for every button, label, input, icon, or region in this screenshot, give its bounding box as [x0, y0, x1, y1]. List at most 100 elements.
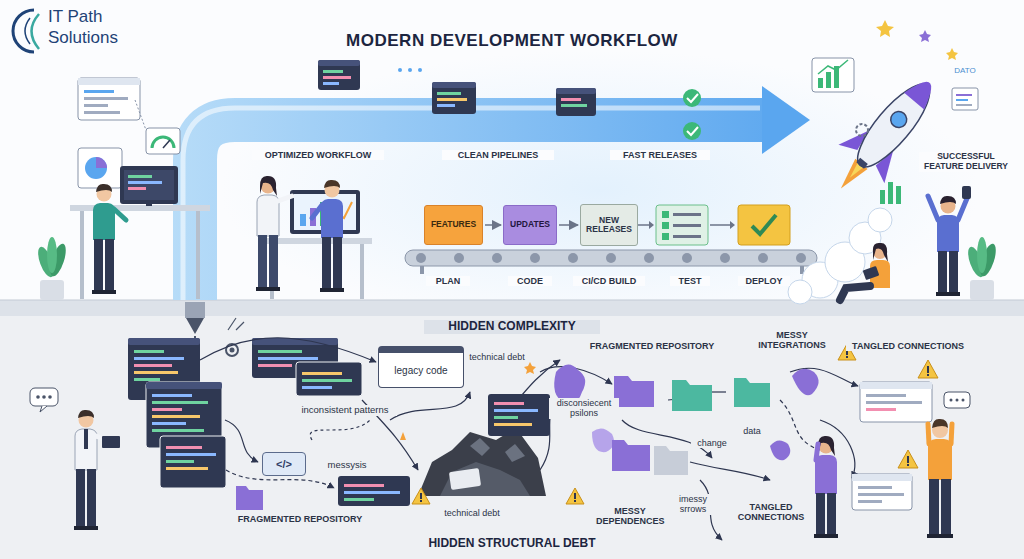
workstation-part	[128, 181, 162, 184]
floating-code-window-part	[437, 92, 461, 95]
floating-code-window-part	[561, 104, 587, 107]
logo-mark	[13, 10, 39, 52]
success-icons-part	[896, 186, 901, 204]
debt-rubble-part	[488, 394, 550, 436]
workstation-part	[70, 205, 210, 211]
rocket-part	[856, 158, 868, 169]
dashboard-windows-part	[85, 157, 107, 179]
code-window-stack-part	[134, 378, 160, 381]
repository-folders-part	[734, 378, 770, 407]
annotation-label: FAST RELEASES	[610, 150, 710, 160]
error-windows-part	[858, 493, 904, 496]
annotation-label: MESSY INTEGRATIONS	[752, 330, 832, 351]
conveyor-belt-part	[796, 253, 806, 263]
speech-bubble-part	[48, 395, 52, 399]
warning-sign-part	[574, 493, 576, 499]
conveyor-belt-part	[720, 253, 730, 263]
deploy-box	[710, 205, 790, 245]
rocket-part	[904, 74, 939, 109]
dashboard-windows-part	[96, 157, 107, 168]
workstation	[70, 166, 372, 299]
laptop-figure-part	[87, 469, 96, 527]
success-icons-part	[880, 190, 885, 204]
frustrated-figure-part	[951, 424, 952, 444]
box-text: FEATURES	[431, 220, 476, 229]
floating-code-window-part	[318, 60, 360, 66]
deploy-box-part	[710, 224, 733, 226]
frustrated-figure-part	[932, 419, 948, 428]
code-window-stack-part	[302, 372, 342, 375]
developer-figure-part	[312, 205, 322, 218]
sitting-figure	[840, 243, 890, 300]
repository-folders-part	[672, 380, 712, 411]
conveyor-belt-part	[758, 253, 768, 263]
legacy-code-window: legacy code	[378, 346, 464, 388]
debt-rubble-part	[494, 423, 532, 426]
laptop-figure-part	[78, 410, 94, 418]
diagram-caption: HIDDEN STRUCTURAL DEBT	[425, 536, 598, 550]
workstation-part	[124, 170, 174, 200]
annotation-label: CI/CD BUILD	[573, 276, 645, 286]
flow-arrow-part	[195, 120, 768, 300]
background-part	[0, 316, 1024, 559]
flow-connector	[559, 224, 578, 226]
developer-figure-part	[258, 235, 267, 288]
dashboard-windows-part	[84, 97, 128, 100]
dashboard-windows-part	[78, 148, 122, 188]
annotation-label: CLEAN PIPELINES	[442, 150, 554, 160]
repository-folders-part	[792, 369, 819, 395]
floating-code-window-part	[418, 68, 422, 72]
diagram-title: MODERN DEVELOPMENT WORKFLOW	[346, 31, 678, 51]
release-box: NEW RELEASES	[580, 204, 638, 246]
warning-sign-part	[566, 488, 584, 504]
floating-code-window-part	[687, 94, 698, 102]
flow-arrow-part	[185, 302, 205, 318]
speech-bubble	[30, 388, 58, 412]
developer-figure-part	[324, 180, 340, 188]
box-text: NEW RELEASES	[585, 216, 633, 235]
success-icons-part	[856, 124, 868, 136]
success-icons-part	[818, 78, 823, 88]
error-windows-part	[860, 382, 932, 422]
tangled-arrows-part	[390, 392, 470, 420]
floating-code-window-part	[437, 104, 455, 107]
repository-folders	[554, 364, 818, 475]
conveyor-belt-part	[405, 250, 817, 266]
frustrated-figure	[927, 419, 953, 538]
tangled-arrows-part	[690, 462, 770, 480]
flow-arrow	[183, 86, 810, 350]
tangled-arrows	[200, 318, 858, 540]
workstation-part	[128, 187, 146, 190]
cheering-figure-part	[958, 196, 968, 220]
warning-sign-part	[420, 493, 422, 499]
floating-code-window-part	[398, 68, 402, 72]
code-window-stack-part	[166, 446, 202, 449]
flow-connector	[485, 224, 501, 226]
annotation-label: disconsiecent psilons	[549, 398, 619, 419]
success-icons-part	[812, 58, 854, 92]
success-icons-part	[826, 72, 831, 88]
developer-figure	[256, 176, 292, 291]
annotation-label: DATO	[947, 66, 983, 75]
logo-text: Solutions	[46, 28, 146, 48]
cheering-figure-part	[940, 196, 956, 204]
debt-rubble-part	[400, 432, 406, 440]
dashboard-windows-part	[84, 90, 114, 93]
workstation-part	[146, 204, 152, 206]
code-window-stack-part	[134, 357, 184, 360]
floating-code-window-part	[318, 60, 360, 90]
developer-figure-part	[92, 290, 116, 294]
plant-part	[47, 237, 57, 273]
success-icons-part	[956, 104, 972, 106]
debt-rubble-part	[494, 416, 518, 419]
floating-code-window-part	[683, 122, 701, 140]
success-icons-part	[956, 94, 972, 96]
warning-sign-part	[846, 356, 848, 358]
rocket-part	[887, 108, 910, 131]
dashboard-windows-part	[152, 137, 174, 148]
conveyor-belt-part	[420, 266, 424, 274]
code-window-stack-part	[134, 371, 178, 374]
box-text: legacy code	[394, 365, 447, 376]
annotation-label: HIDDEN COMPLEXITY	[424, 320, 600, 334]
annotation-label: PLAN	[426, 276, 470, 286]
